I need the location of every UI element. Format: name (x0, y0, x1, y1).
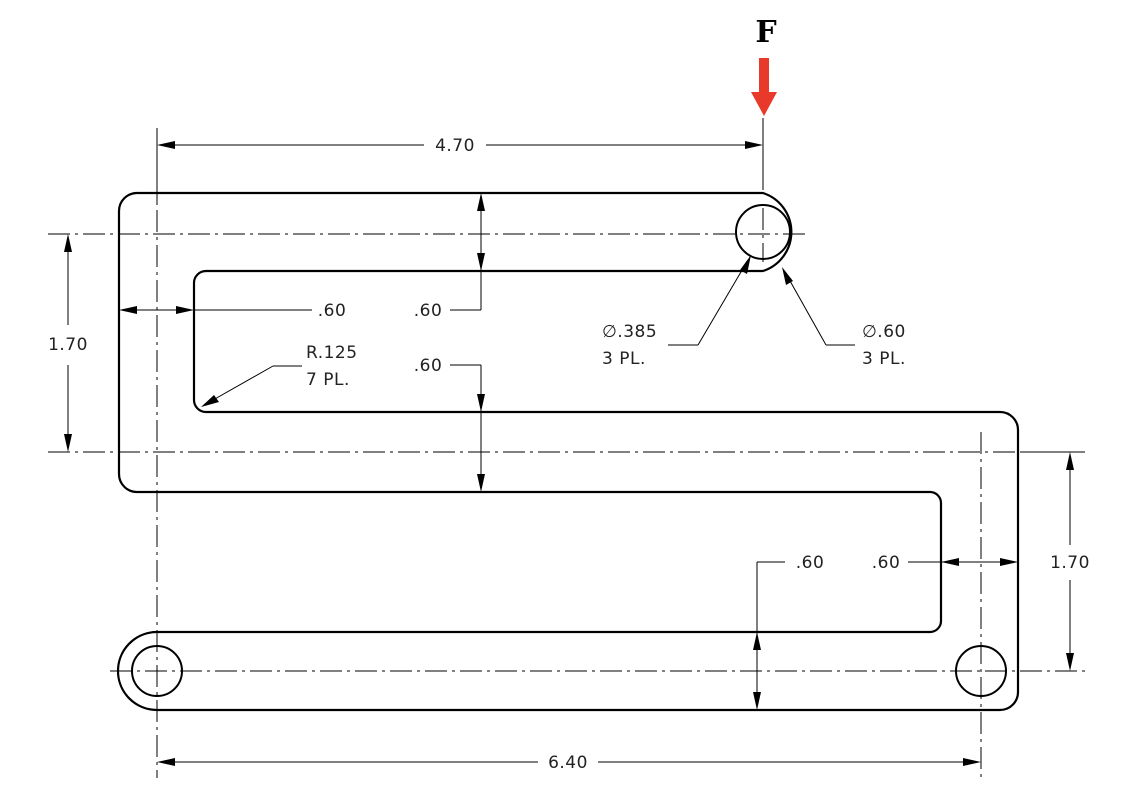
dim-wall-top-label: .60 (414, 301, 443, 321)
extension-lines (156, 118, 1085, 453)
dim-bottom-length: 6.40 (157, 753, 981, 773)
fillet-radius-label: R.125 (306, 343, 358, 363)
dim-top-length: 4.70 (157, 136, 763, 156)
dim-wall-right-label: .60 (872, 553, 901, 573)
dim-left-height: 1.70 (48, 234, 88, 452)
hole-count-label: 3 PL. (602, 349, 646, 369)
boss-diameter-label: ∅.60 (862, 322, 906, 342)
boss-count-label: 3 PL. (862, 349, 906, 369)
force-arrow-shaft (759, 58, 769, 94)
hole-diameter-label: ∅.385 (602, 322, 657, 342)
force-indicator: F (751, 15, 777, 116)
fillet-callout: R.125 7 PL. (201, 343, 358, 407)
holes (131, 204, 1007, 697)
fillet-count-label: 7 PL. (306, 370, 350, 390)
dim-wall-right: .60 (872, 553, 1018, 573)
center-lines (48, 208, 1085, 778)
force-arrow-head (751, 92, 777, 116)
dim-left-height-label: 1.70 (48, 335, 88, 355)
dim-wall-top: .60 (414, 193, 485, 321)
dim-wall-bottom: .60 (753, 553, 824, 710)
dim-top-length-label: 4.70 (435, 136, 475, 156)
dim-wall-left-label: .60 (318, 301, 347, 321)
dim-wall-left: .60 (119, 301, 346, 321)
dim-right-height: 1.70 (1050, 452, 1090, 671)
force-label: F (755, 15, 776, 50)
dim-wall-mid-label: .60 (414, 356, 443, 376)
hole-callout: ∅.385 3 PL. (602, 255, 751, 369)
dim-bottom-length-label: 6.40 (548, 753, 588, 773)
dim-wall-mid: .60 (414, 356, 485, 492)
dim-wall-bottom-label: .60 (796, 553, 825, 573)
boss-callout: ∅.60 3 PL. (782, 267, 906, 369)
dim-right-height-label: 1.70 (1050, 553, 1090, 573)
